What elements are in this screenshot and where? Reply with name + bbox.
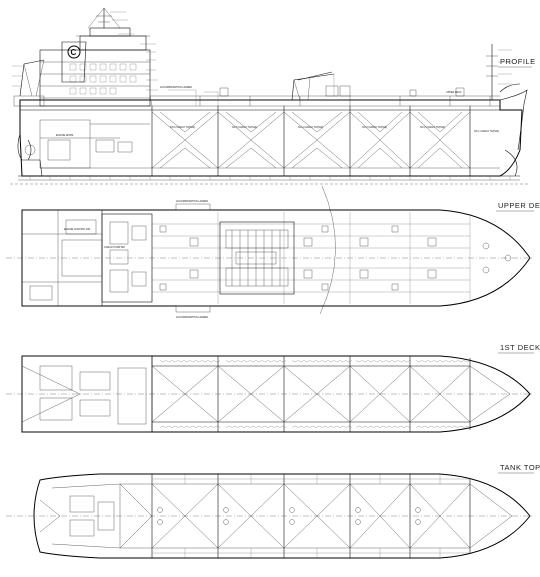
profile-engine-room: ENGINE ROOM <box>39 119 150 169</box>
view-title-tank-top: TANK TOP <box>500 463 540 472</box>
profile-bulkheads <box>151 106 471 176</box>
tank-top-view: TANK TOP <box>6 463 540 559</box>
first-deck-side-stiffeners <box>159 359 471 429</box>
first-deck-outline <box>21 355 531 433</box>
first-deck-view: 1ST DECK <box>6 343 540 433</box>
cargo-tank-label-4: NO.4 CARGO TK(P&S) <box>298 126 323 129</box>
profile-stern <box>17 133 43 177</box>
funnel-logo: C <box>71 48 77 57</box>
cargo-tank-label-1: NO.1 CARGO TK(P&S) <box>474 130 499 133</box>
upper-deck-mark: UPPER DECK <box>446 91 462 94</box>
cargo-pump-room-label: CARGO PUMP RM <box>104 246 125 249</box>
upper-deck-view: ENGINE CONTROL RM CARGO PUMP RM ACCOMMOD… <box>6 200 540 319</box>
swing-arc <box>319 185 336 315</box>
profile-view: ENGINE ROOM C <box>10 7 536 185</box>
profile-bow <box>499 89 528 151</box>
profile-frame-scale <box>29 176 511 180</box>
upper-deck-outline <box>21 209 531 307</box>
accommodation-ladder-top: ACCOMMODATION LADDER <box>176 200 208 203</box>
accommodation-ladder-bottom: ACCOMMODATION LADDER <box>176 316 208 319</box>
profile-deck-equipment <box>149 71 500 107</box>
view-title-profile: PROFILE <box>500 57 536 66</box>
profile-accommodation: C <box>13 7 151 107</box>
tank-top-bracing <box>119 483 513 549</box>
tank-top-outline <box>33 473 531 559</box>
profile-foremast <box>486 44 521 100</box>
upper-deck-grid <box>151 212 471 304</box>
first-deck-bracing <box>21 365 511 423</box>
tank-top-engine-room <box>39 483 121 549</box>
engine-control-room-label: ENGINE CONTROL RM <box>64 228 90 231</box>
view-title-upper-deck: UPPER DEC <box>498 201 540 210</box>
upper-deck-fittings <box>159 225 512 291</box>
cargo-tank-label-6: NO.6 CARGO TK(P&S) <box>170 126 195 129</box>
accommodation-ladder-note: ACCOMMODATION LADDER <box>160 86 192 89</box>
cargo-tank-label-3: NO.3 CARGO TK(P&S) <box>362 126 387 129</box>
engine-room-label: ENGINE ROOM <box>56 134 73 137</box>
profile-tank-bracing <box>151 111 471 169</box>
funnel <box>61 41 87 83</box>
cargo-tank-label-2: NO.2 CARGO TK(P&S) <box>420 126 445 129</box>
view-title-first-deck: 1ST DECK <box>500 343 540 352</box>
profile-callouts <box>12 11 219 106</box>
cargo-tank-label-5: NO.5 CARGO TK(P&S) <box>232 126 257 129</box>
